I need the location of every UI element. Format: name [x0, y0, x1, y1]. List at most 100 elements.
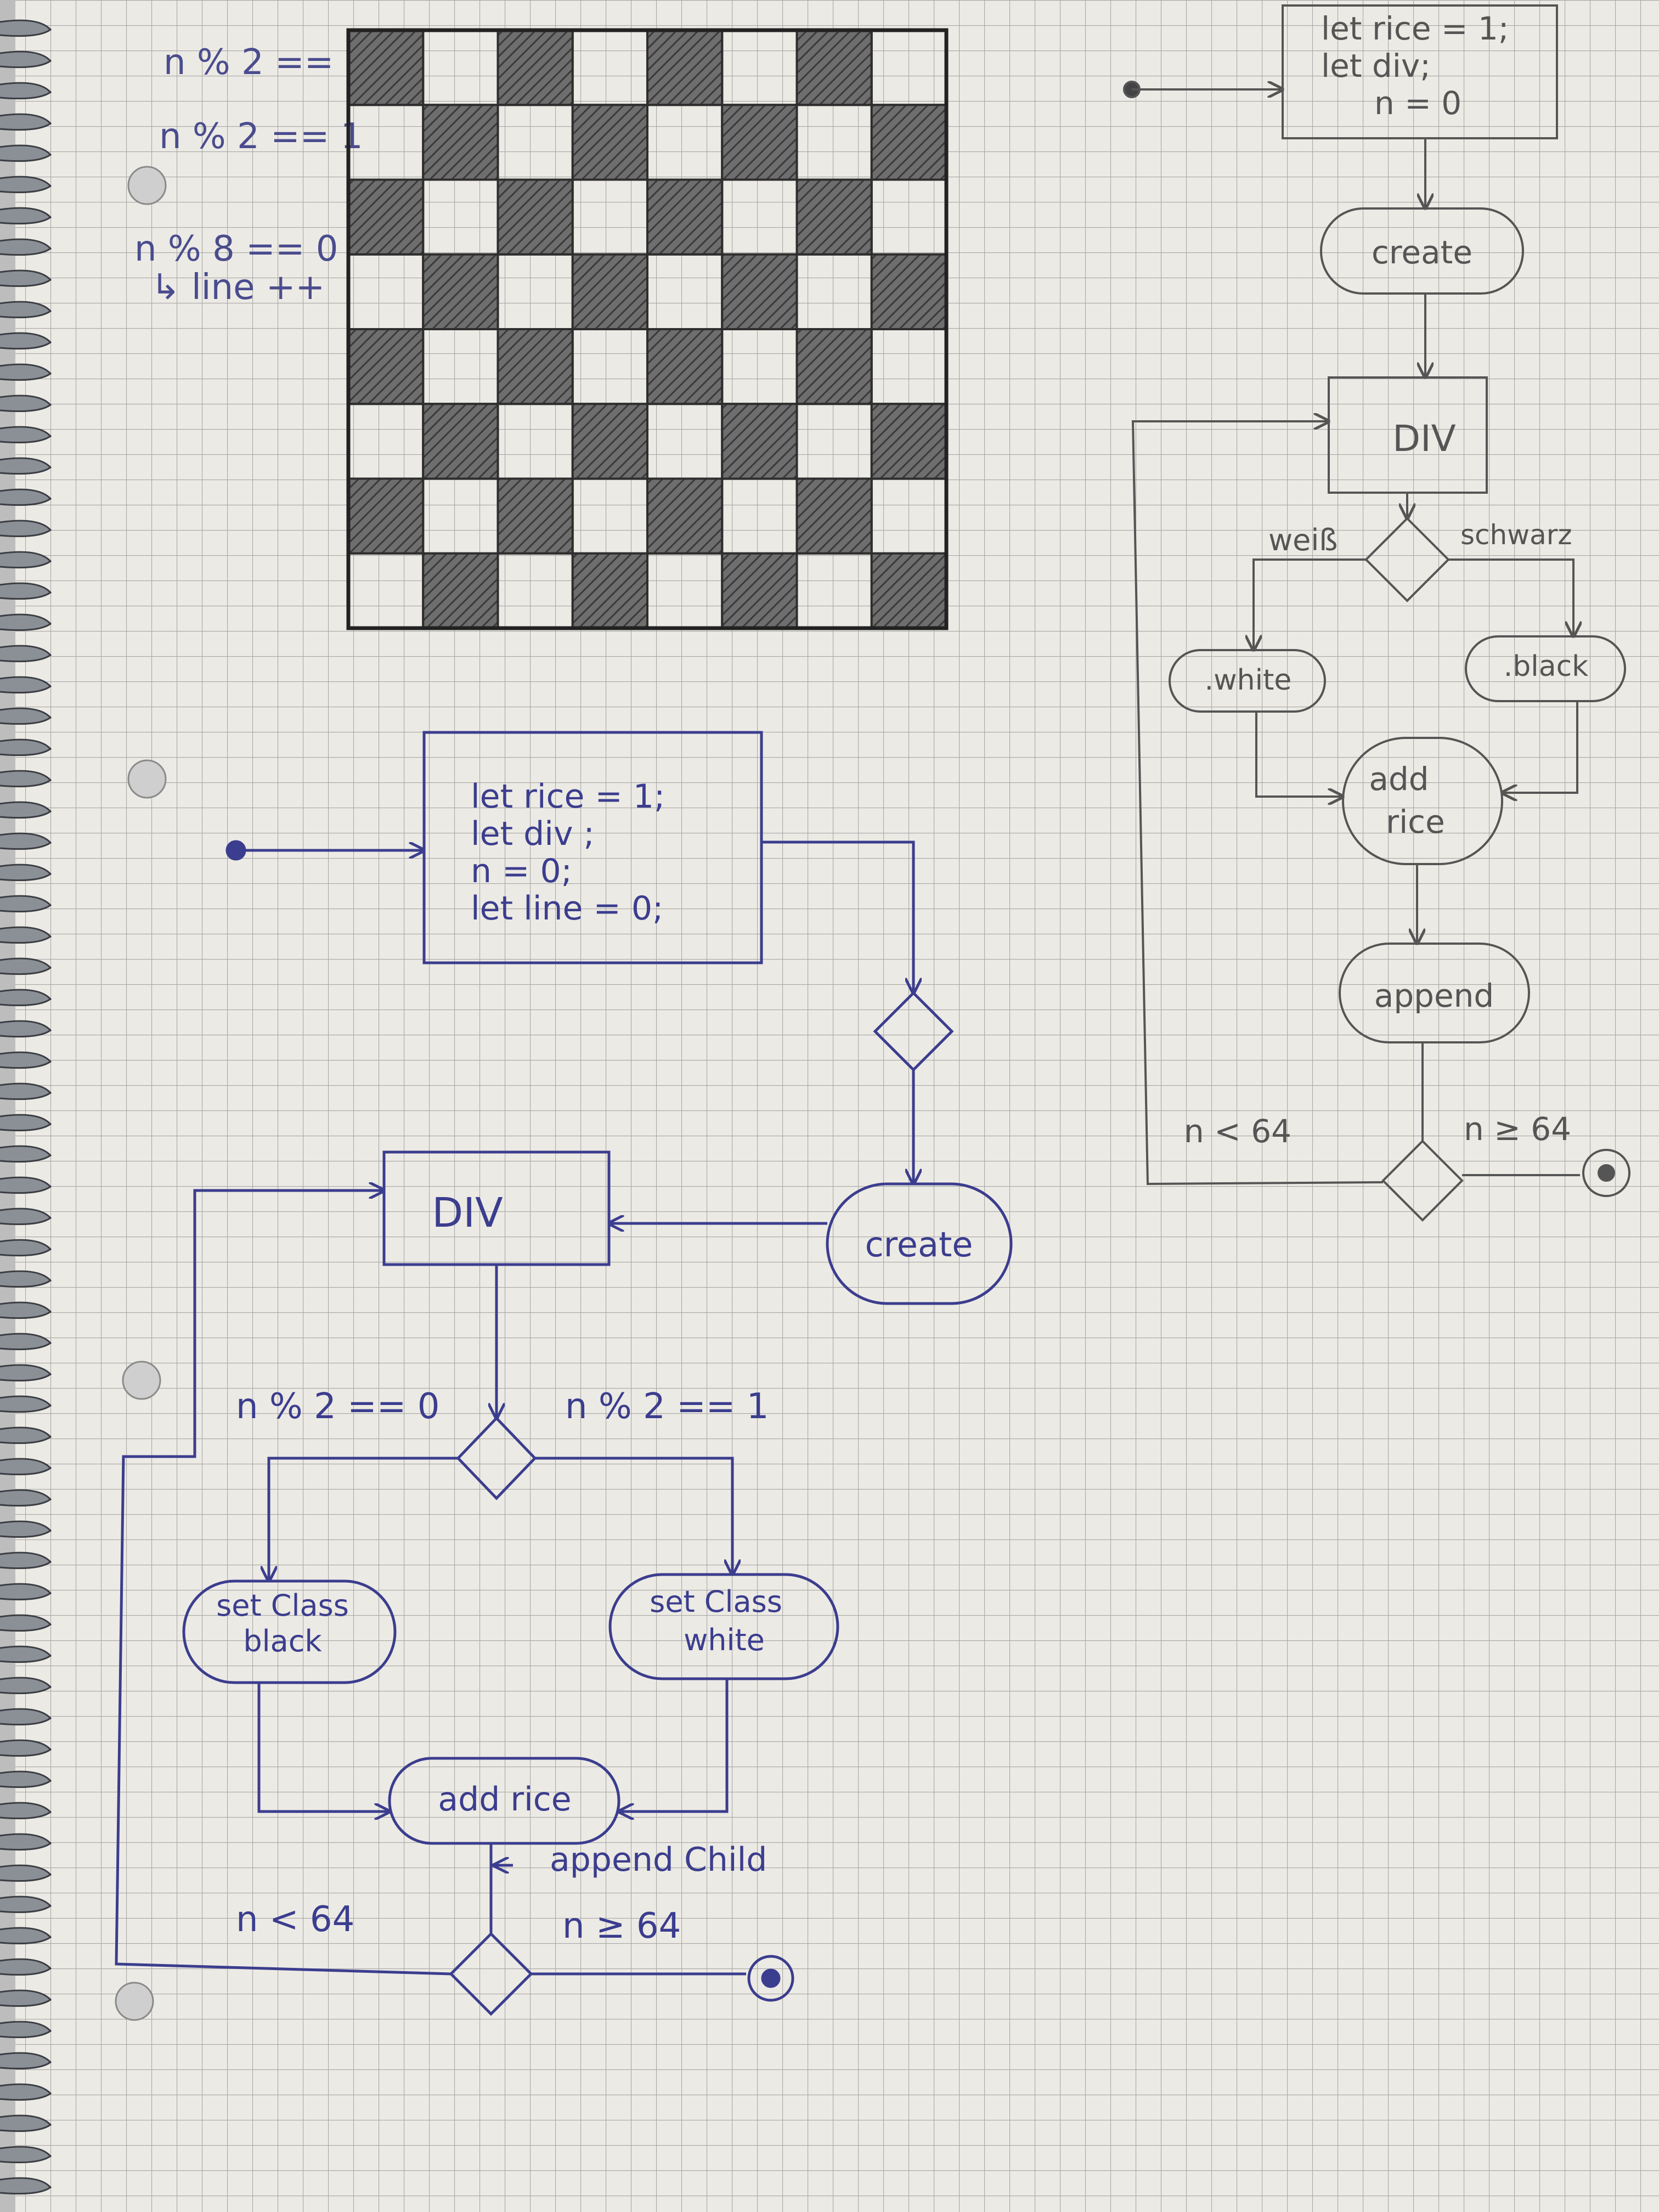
flow-arrow: [761, 840, 913, 993]
modulo-notes: n % 2 == 0 n % 2 == 1 n % 8 == 0 ↳ line …: [134, 42, 367, 308]
spiral-coil: [0, 488, 52, 506]
chessboard-dark-square: [870, 104, 947, 181]
chessboard-dark-square: [646, 29, 724, 106]
p-add-rice-1: add: [1369, 760, 1429, 798]
chessboard-light-square: [422, 178, 499, 256]
p-add-rice-2: rice: [1386, 803, 1445, 840]
spiral-coil: [0, 426, 52, 444]
chessboard-border: [346, 28, 949, 630]
spiral-coil: [0, 1708, 52, 1726]
chessboard-light-square: [721, 178, 798, 256]
flow-arrow: [1448, 558, 1573, 636]
spiral-coil: [0, 1614, 52, 1632]
chessboard-light-square: [646, 552, 724, 629]
set-class-black-action: [182, 1579, 397, 1684]
chessboard-light-square: [795, 403, 873, 480]
color-decision-diamond: [1364, 517, 1450, 602]
spiral-coil: [0, 1645, 52, 1663]
spiral-coil: [0, 50, 52, 69]
chessboard-light-square: [347, 104, 425, 181]
chessboard-dark-square: [496, 328, 574, 405]
chessboard-light-square: [571, 477, 648, 555]
p-black-label: .black: [1504, 650, 1589, 683]
p-create-label: create: [1372, 234, 1472, 271]
spiral-coil: [0, 1114, 52, 1132]
spiral-coil: [0, 1520, 52, 1538]
note-line: n % 8 == 0: [134, 229, 338, 269]
chessboard-dark-square: [571, 253, 648, 330]
flow-arrow: [1254, 558, 1366, 650]
init-line-2: let div ;: [471, 815, 595, 853]
spiral-coil: [0, 82, 52, 100]
spiral-coil: [0, 864, 52, 882]
chessboard-light-square: [571, 178, 648, 256]
flow-arrow: [1502, 701, 1578, 793]
spiral-coil: [0, 707, 52, 725]
spiral-coil: [0, 2021, 52, 2039]
chessboard-dark-square: [347, 328, 425, 405]
append-child-label: append Child: [550, 1841, 767, 1879]
chessboard-light-square: [721, 477, 798, 555]
chessboard-dark-square: [870, 253, 947, 330]
p-div-label: DIV: [1392, 417, 1455, 460]
init-box: [1282, 4, 1558, 139]
spiral-coil: [0, 1270, 52, 1288]
spiral-coil: [0, 113, 52, 131]
p-append-label: append: [1374, 977, 1494, 1014]
spiral-coil: [0, 2114, 52, 2132]
chessboard-light-square: [496, 552, 574, 629]
div-label: DIV: [432, 1189, 503, 1237]
init-line-4: let line = 0;: [471, 889, 663, 928]
flow-arrow: [535, 1457, 732, 1575]
spiral-coil: [0, 1051, 52, 1069]
spiral-coil: [0, 926, 52, 944]
chessboard-light-square: [496, 253, 574, 330]
chessboard-light-square: [646, 403, 724, 480]
spiral-coil: [0, 1958, 52, 1976]
spiral-coil: [0, 1895, 52, 1914]
chessboard-dark-square: [795, 328, 873, 405]
chessboard-dark-square: [870, 552, 947, 629]
loop-decision-diamond: [449, 1932, 533, 2016]
spiral-coil: [0, 238, 52, 256]
spiral-coil: [0, 1802, 52, 1820]
loop-guard-label: n < 64: [236, 1899, 354, 1940]
note-line-action: ↳ line ++: [151, 267, 325, 308]
chessboard-light-square: [795, 253, 873, 330]
chessboard-dark-square: [347, 477, 425, 555]
chessboard-dark-square: [721, 403, 798, 480]
append-action: [1339, 943, 1530, 1043]
chessboard-light-square: [422, 477, 499, 555]
exit-guard-label: n ≥ 64: [562, 1906, 681, 1946]
chessboard-light-square: [496, 104, 574, 181]
guard-odd: n % 2 == 1: [565, 1386, 769, 1427]
chessboard-dark-square: [721, 552, 798, 629]
spiral-coil: [0, 2052, 52, 2070]
chessboard-dark-square: [571, 104, 648, 181]
spiral-coil: [0, 176, 52, 194]
spiral-coil: [0, 1020, 52, 1038]
init-box: [422, 731, 763, 964]
spiral-coil: [0, 1739, 52, 1757]
spiral-coil: [0, 520, 52, 538]
spiral-coil: [0, 1333, 52, 1351]
chessboard-light-square: [571, 328, 648, 405]
note-even: n % 2 == 0: [163, 42, 367, 83]
spiral-coil: [0, 1927, 52, 1945]
spiral-coil: [0, 1395, 52, 1413]
black-action: [1465, 635, 1626, 702]
end-node-core: [761, 1968, 781, 1988]
chessboard-light-square: [721, 29, 798, 106]
spiral-coil: [0, 1489, 52, 1507]
flow-arrow: [619, 1679, 729, 1812]
add-rice-action: [388, 1757, 620, 1845]
p-init-line-3: n = 0: [1374, 84, 1462, 122]
chessboard-dark-square: [721, 104, 798, 181]
spiral-coil: [0, 1426, 52, 1444]
flow-arrow: [269, 1457, 458, 1581]
spiral-coil: [0, 2146, 52, 2164]
p-white-label: .white: [1205, 664, 1292, 697]
chessboard-light-square: [870, 29, 947, 106]
chessboard-light-square: [347, 552, 425, 629]
